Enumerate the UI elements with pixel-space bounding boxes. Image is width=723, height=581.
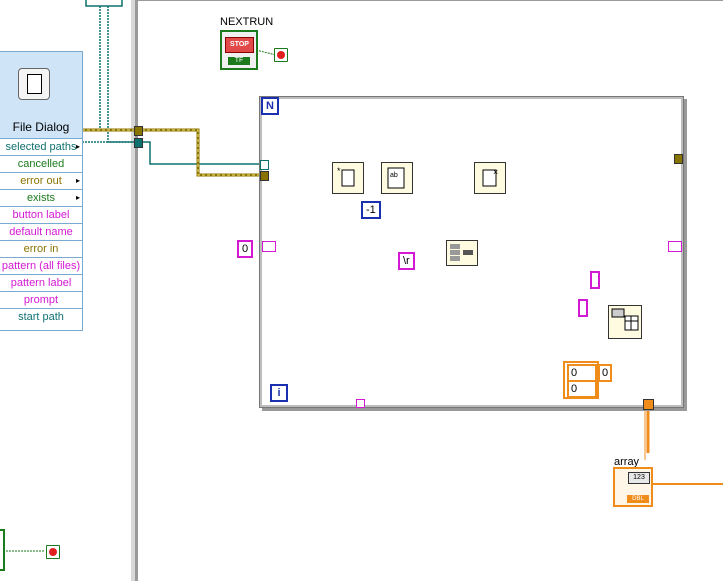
- terminal-label: error out: [20, 175, 62, 187]
- terminal-label: exists: [26, 192, 56, 204]
- close-file-icon: ×: [482, 167, 498, 187]
- count-constant[interactable]: -1: [361, 201, 381, 219]
- read-text-icon: ab: [387, 167, 405, 189]
- open-file-node[interactable]: *: [332, 162, 364, 194]
- file-dialog-terminal[interactable]: pattern (all files): [0, 257, 82, 274]
- file-dialog-terminal[interactable]: selected paths▸: [0, 138, 82, 155]
- file-dialog-terminal[interactable]: default name: [0, 223, 82, 240]
- terminal-label: cancelled: [17, 158, 65, 170]
- outer-structure-edge: [131, 0, 135, 581]
- array-label: array: [614, 456, 640, 468]
- error-tunnel-in[interactable]: [260, 171, 269, 181]
- terminal-arrow-icon: ▸: [75, 142, 80, 151]
- boolean-type-tag: TF: [228, 57, 250, 65]
- file-dialog-terminal[interactable]: prompt: [0, 291, 82, 308]
- index-constant[interactable]: 0: [598, 364, 613, 382]
- file-dialog-terminal[interactable]: button label: [0, 206, 82, 223]
- path-tunnel-in[interactable]: [260, 160, 269, 170]
- read-text-file-node[interactable]: ab: [381, 162, 413, 194]
- file-dialog-icon: [18, 68, 50, 100]
- terminal-label: default name: [9, 226, 73, 238]
- loop-index-terminal[interactable]: i: [270, 384, 288, 402]
- match-pattern-icon: [450, 244, 473, 261]
- svg-text:×: ×: [493, 167, 498, 177]
- match-pattern-node[interactable]: [446, 240, 478, 266]
- path-wire-to-loop: [142, 141, 264, 165]
- array-indicator[interactable]: 123 DBL: [613, 467, 653, 507]
- path-tunnel-outer[interactable]: [134, 138, 143, 148]
- file-dialog-terminal[interactable]: error in: [0, 240, 82, 257]
- error-tunnel-out[interactable]: [674, 154, 683, 164]
- svg-text:ab: ab: [390, 172, 398, 179]
- terminal-label: selected paths: [5, 141, 77, 153]
- offset-constant[interactable]: 0: [237, 240, 254, 258]
- error-wire-outer: [82, 128, 264, 177]
- shift-register-left[interactable]: [262, 241, 276, 252]
- terminal-label: start path: [18, 311, 64, 323]
- string-tunnel-bottom[interactable]: [356, 399, 365, 408]
- delim-constant[interactable]: [578, 299, 588, 317]
- array-type-tag: 123: [628, 472, 650, 484]
- nextrun-wire: [255, 49, 277, 56]
- terminal-label: pattern label: [10, 277, 72, 289]
- nextrun-local-indicator[interactable]: [274, 48, 288, 62]
- terminal-label: prompt: [23, 294, 59, 306]
- top-path-node[interactable]: [85, 0, 123, 7]
- terminal-label: error in: [23, 243, 59, 255]
- shift-register-right[interactable]: [668, 241, 682, 252]
- stop-icon: STOP: [225, 37, 254, 53]
- file-dialog-title: File Dialog: [12, 120, 70, 134]
- terminal-label: pattern (all files): [1, 260, 81, 272]
- nextrun-stop-button[interactable]: STOP TF: [220, 30, 258, 70]
- file-dialog-header: File Dialog: [0, 52, 82, 138]
- spreadsheet-icon: [611, 308, 639, 331]
- error-wire-outer-dash: [82, 129, 264, 176]
- file-dialog-terminal[interactable]: exists ▸: [0, 189, 82, 206]
- delimiter-constant[interactable]: \r: [398, 252, 415, 270]
- spreadsheet-to-array-node[interactable]: [608, 305, 642, 339]
- file-dialog-terminal[interactable]: cancelled: [0, 155, 82, 172]
- terminal-arrow-icon: ▸: [75, 193, 80, 202]
- array-repr-tag: DBL: [627, 495, 649, 503]
- bottom-indicator[interactable]: [46, 545, 60, 559]
- file-dialog-terminal[interactable]: pattern label: [0, 274, 82, 291]
- array-tunnel-bottom[interactable]: [643, 399, 654, 410]
- close-file-node[interactable]: ×: [474, 162, 506, 194]
- file-dialog-terminal[interactable]: start path: [0, 308, 82, 325]
- format-constant[interactable]: [590, 271, 600, 289]
- dims-element-1[interactable]: 0: [567, 380, 597, 398]
- svg-text:*: *: [337, 166, 341, 176]
- dims-array-constant[interactable]: 0 0: [563, 361, 599, 399]
- terminal-label: button label: [12, 209, 70, 221]
- open-file-icon: *: [337, 166, 355, 187]
- file-dialog-terminal[interactable]: error out ▸: [0, 172, 82, 189]
- loop-count-terminal[interactable]: N: [261, 97, 279, 115]
- bottom-left-boolean[interactable]: [0, 529, 5, 571]
- nextrun-label: NEXTRUN: [220, 16, 274, 28]
- error-tunnel-outer[interactable]: [134, 126, 143, 136]
- terminal-arrow-icon: ▸: [75, 176, 80, 185]
